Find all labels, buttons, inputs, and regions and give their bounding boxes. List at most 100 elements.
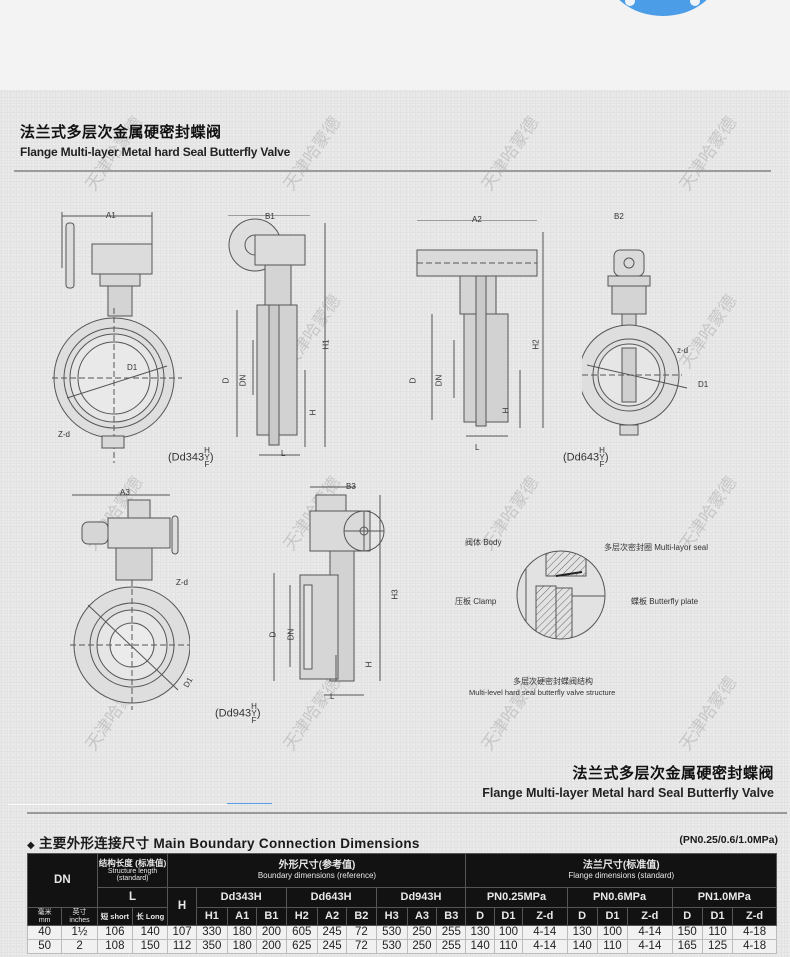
cell: 4-14 — [627, 925, 673, 940]
diamond-bullet-icon: ◆ — [27, 840, 35, 851]
cell: 100 — [493, 925, 524, 940]
header-col: D — [671, 907, 703, 926]
cell: 50 — [26, 939, 63, 954]
dim-label: H — [308, 409, 318, 416]
cell: 4-14 — [522, 925, 568, 940]
header-long: 长 Long — [132, 907, 169, 926]
catalog-sheet: 天津哈蒙德 天津哈蒙德 天津哈蒙德 天津哈蒙德 天津哈蒙德 天津哈蒙德 天津哈蒙… — [0, 90, 790, 957]
header-col: H1 — [195, 907, 229, 926]
header-col: B2 — [346, 907, 377, 926]
header-col: A1 — [227, 907, 258, 926]
header-col: H3 — [375, 907, 408, 926]
cell: 530 — [375, 939, 408, 954]
cell: 140 — [132, 925, 169, 940]
cell: 130 — [465, 925, 495, 940]
dim-label: L — [330, 692, 335, 701]
blue-flange-decoration — [607, 0, 719, 16]
dim-label: DN — [238, 374, 248, 387]
cell: 125 — [701, 939, 734, 954]
structure-caption-cn: 多层次硬密封蝶阀结构 — [513, 677, 593, 686]
drawing-dd943-front — [70, 490, 190, 715]
header-col: A2 — [316, 907, 348, 926]
header-dn: DN — [27, 853, 98, 908]
header-pn025: PN0.25MPa — [465, 887, 568, 908]
cell: 140 — [566, 939, 598, 954]
table-row: 40 1½ 106 140 107 330 180 200 605 245 72… — [26, 925, 777, 940]
cell: 2 — [61, 939, 98, 954]
cell: 4-14 — [627, 939, 673, 954]
cell: 250 — [406, 939, 438, 954]
header-col: D — [566, 907, 598, 926]
header-H: H — [167, 887, 197, 926]
label-body: 阀体 Body — [465, 538, 502, 547]
label-butterfly-plate: 蝶板 Butterfly plate — [631, 597, 699, 606]
header-short: 短 short — [96, 907, 134, 926]
cell: 100 — [596, 925, 629, 940]
header-col: Z-d — [522, 907, 568, 926]
cell: 350 — [195, 939, 229, 954]
cell: 625 — [285, 939, 318, 954]
header-pn06: PN0.6MPa — [566, 887, 673, 908]
structure-detail-drawing — [516, 550, 606, 640]
dim-label: H — [501, 407, 511, 414]
header-model-dd643h: Dd643H — [285, 887, 377, 908]
header-col: H2 — [285, 907, 318, 926]
dim-label: H — [364, 661, 374, 668]
cell: 200 — [256, 939, 287, 954]
cell: 72 — [346, 925, 377, 940]
dim-label: D — [268, 631, 278, 638]
page-title-cn: 法兰式多层次金属硬密封蝶阀 — [20, 124, 222, 141]
cell: 150 — [132, 939, 169, 954]
dim-label: B1 — [265, 212, 275, 221]
header-structure-length: 结构长度 (标准值) Structure length (standard) — [96, 853, 169, 888]
watermark: 天津哈蒙德 — [477, 113, 544, 195]
dim-label: D1 — [698, 380, 709, 389]
page-title-en: Flange Multi-layer Metal hard Seal Butte… — [20, 145, 291, 159]
cell: 110 — [493, 939, 524, 954]
bolt-hole — [625, 0, 635, 6]
header-pn10: PN1.0MPa — [671, 887, 778, 908]
divider — [27, 812, 787, 814]
cell: 110 — [596, 939, 629, 954]
dim-label: Z-d — [58, 430, 70, 439]
header-col: B1 — [256, 907, 287, 926]
section-title-cn: 法兰式多层次金属硬密封蝶阀 — [572, 765, 774, 782]
cell: 180 — [227, 939, 258, 954]
structure-caption-en: Multi-level hard seal butterfly valve st… — [469, 688, 616, 697]
dim-label: L — [281, 449, 286, 458]
cell: 245 — [316, 939, 348, 954]
cell: 245 — [316, 925, 348, 940]
cell: 4-14 — [522, 939, 568, 954]
header-model-dd343h: Dd343H — [195, 887, 287, 908]
header-col: D1 — [493, 907, 524, 926]
dim-label: A3 — [120, 488, 130, 497]
divider — [14, 170, 771, 172]
watermark: 天津哈蒙德 — [675, 673, 742, 755]
pressure-note: (PN0.25/0.6/1.0MPa) — [679, 834, 778, 846]
drawing-dd343-front — [52, 208, 182, 468]
dim-label: B3 — [346, 482, 356, 491]
label-clamp: 压板 Clamp — [455, 597, 497, 606]
cell: 605 — [285, 925, 318, 940]
cell: 130 — [566, 925, 598, 940]
header-col: B3 — [436, 907, 467, 926]
drawing-dd643-side — [412, 220, 552, 440]
drawing-dd343-side — [225, 215, 335, 460]
cell: 250 — [406, 925, 438, 940]
header-boundary-dimensions: 外形尺寸(参考值) Boundary dimensions (reference… — [167, 853, 467, 888]
watermark: 天津哈蒙德 — [675, 113, 742, 195]
dim-label: A2 — [472, 215, 482, 224]
header-col: Z-d — [732, 907, 777, 926]
cell: 72 — [346, 939, 377, 954]
bolt-hole — [690, 0, 700, 6]
header-col: A3 — [406, 907, 438, 926]
cell: 106 — [96, 925, 134, 940]
drawing-dd943-side — [268, 485, 388, 700]
header-L: L — [96, 887, 169, 908]
dim-label: H3 — [390, 589, 400, 600]
table-heading-text: 主要外形连接尺寸 Main Boundary Connection Dimens… — [39, 836, 420, 851]
dim-label: D — [221, 377, 231, 384]
cell: 255 — [436, 925, 467, 940]
